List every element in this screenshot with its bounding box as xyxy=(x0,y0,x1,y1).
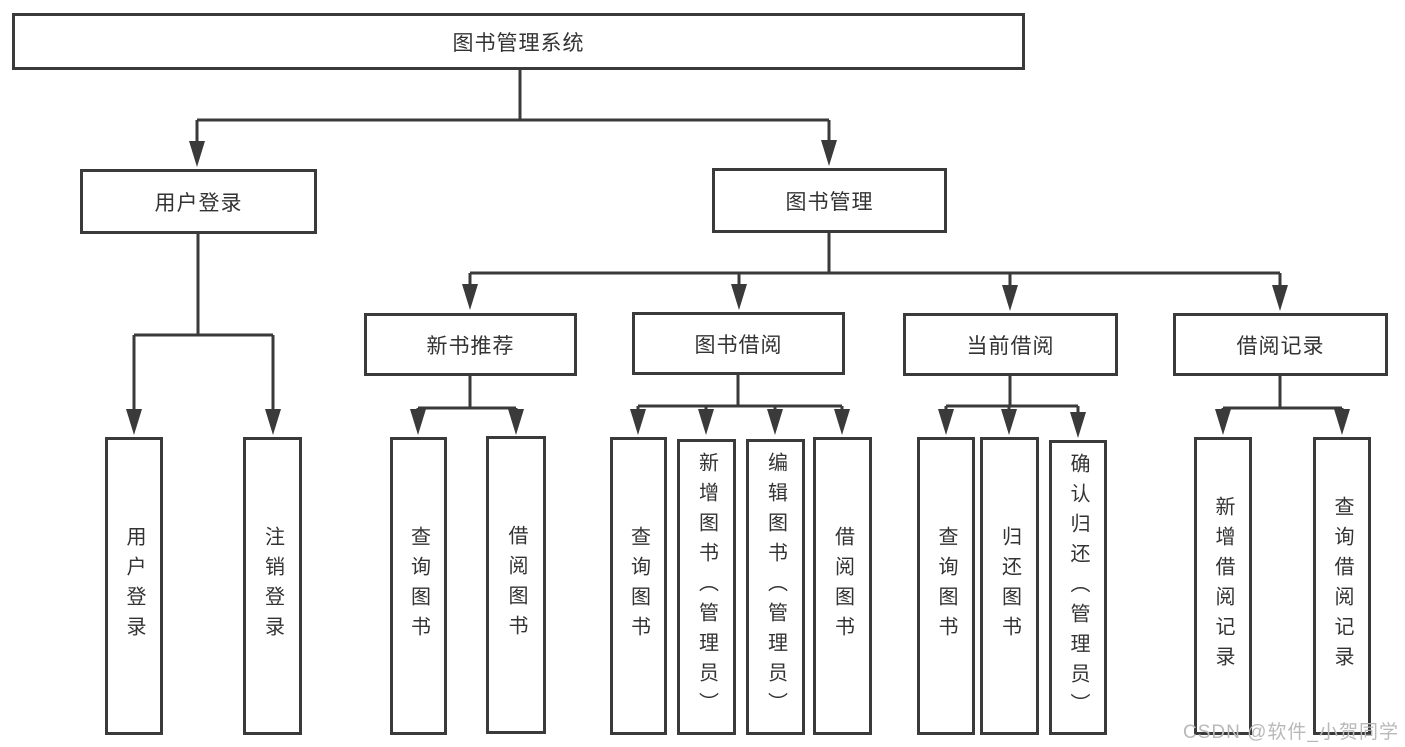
node-root-label: 图书管理系统 xyxy=(452,31,585,55)
node-borrow-record: 借阅记录 xyxy=(1173,313,1388,376)
node-confirm-return-admin: 确认归还（管理员） xyxy=(1049,440,1107,735)
node-return-book: 归还图书 xyxy=(980,437,1039,735)
node-query-borrow-record-label: 查询借阅记录 xyxy=(1331,496,1353,676)
node-add-book-admin-label: 新增图书（管理员） xyxy=(695,452,718,722)
node-add-book-admin: 新增图书（管理员） xyxy=(677,439,736,735)
node-current-borrow: 当前借阅 xyxy=(903,313,1118,376)
node-query-books-2: 查询图书 xyxy=(610,437,667,735)
node-current-borrow-label: 当前借阅 xyxy=(966,334,1055,358)
node-book-management-label: 图书管理 xyxy=(785,190,874,214)
node-query-books-3-label: 查询图书 xyxy=(935,526,957,646)
node-book-borrow: 图书借阅 xyxy=(632,312,845,375)
node-logout-label: 注销登录 xyxy=(261,526,284,646)
node-book-management: 图书管理 xyxy=(712,168,947,233)
node-confirm-return-admin-label: 确认归还（管理员） xyxy=(1067,452,1089,723)
node-user-login-leaf-label: 用户登录 xyxy=(123,526,145,646)
node-add-borrow-record: 新增借阅记录 xyxy=(1194,437,1252,735)
node-add-borrow-record-label: 新增借阅记录 xyxy=(1212,496,1234,676)
node-edit-book-admin-label: 编辑图书（管理员） xyxy=(764,452,787,722)
node-query-borrow-record: 查询借阅记录 xyxy=(1313,437,1371,735)
node-borrow-books-1: 借阅图书 xyxy=(486,436,546,734)
node-query-books-3: 查询图书 xyxy=(917,437,975,735)
node-logout: 注销登录 xyxy=(243,437,302,735)
watermark: CSDN @软件_小贺同学 xyxy=(1183,722,1399,743)
node-new-book-recommend-label: 新书推荐 xyxy=(426,334,515,358)
node-query-books-1: 查询图书 xyxy=(390,437,447,735)
node-borrow-books-2: 借阅图书 xyxy=(813,437,872,735)
node-new-book-recommend: 新书推荐 xyxy=(364,313,577,376)
node-query-books-1-label: 查询图书 xyxy=(407,526,430,646)
node-return-book-label: 归还图书 xyxy=(998,526,1021,646)
node-book-borrow-label: 图书借阅 xyxy=(694,333,783,357)
node-borrow-books-2-label: 借阅图书 xyxy=(831,526,854,646)
node-borrow-books-1-label: 借阅图书 xyxy=(505,525,527,645)
node-query-books-2-label: 查询图书 xyxy=(627,526,650,646)
node-borrow-record-label: 借阅记录 xyxy=(1236,334,1325,358)
node-user-login-label: 用户登录 xyxy=(154,191,243,215)
node-user-login-leaf: 用户登录 xyxy=(105,437,163,735)
node-edit-book-admin: 编辑图书（管理员） xyxy=(746,439,805,735)
node-user-login: 用户登录 xyxy=(80,169,317,234)
node-root: 图书管理系统 xyxy=(12,13,1025,70)
